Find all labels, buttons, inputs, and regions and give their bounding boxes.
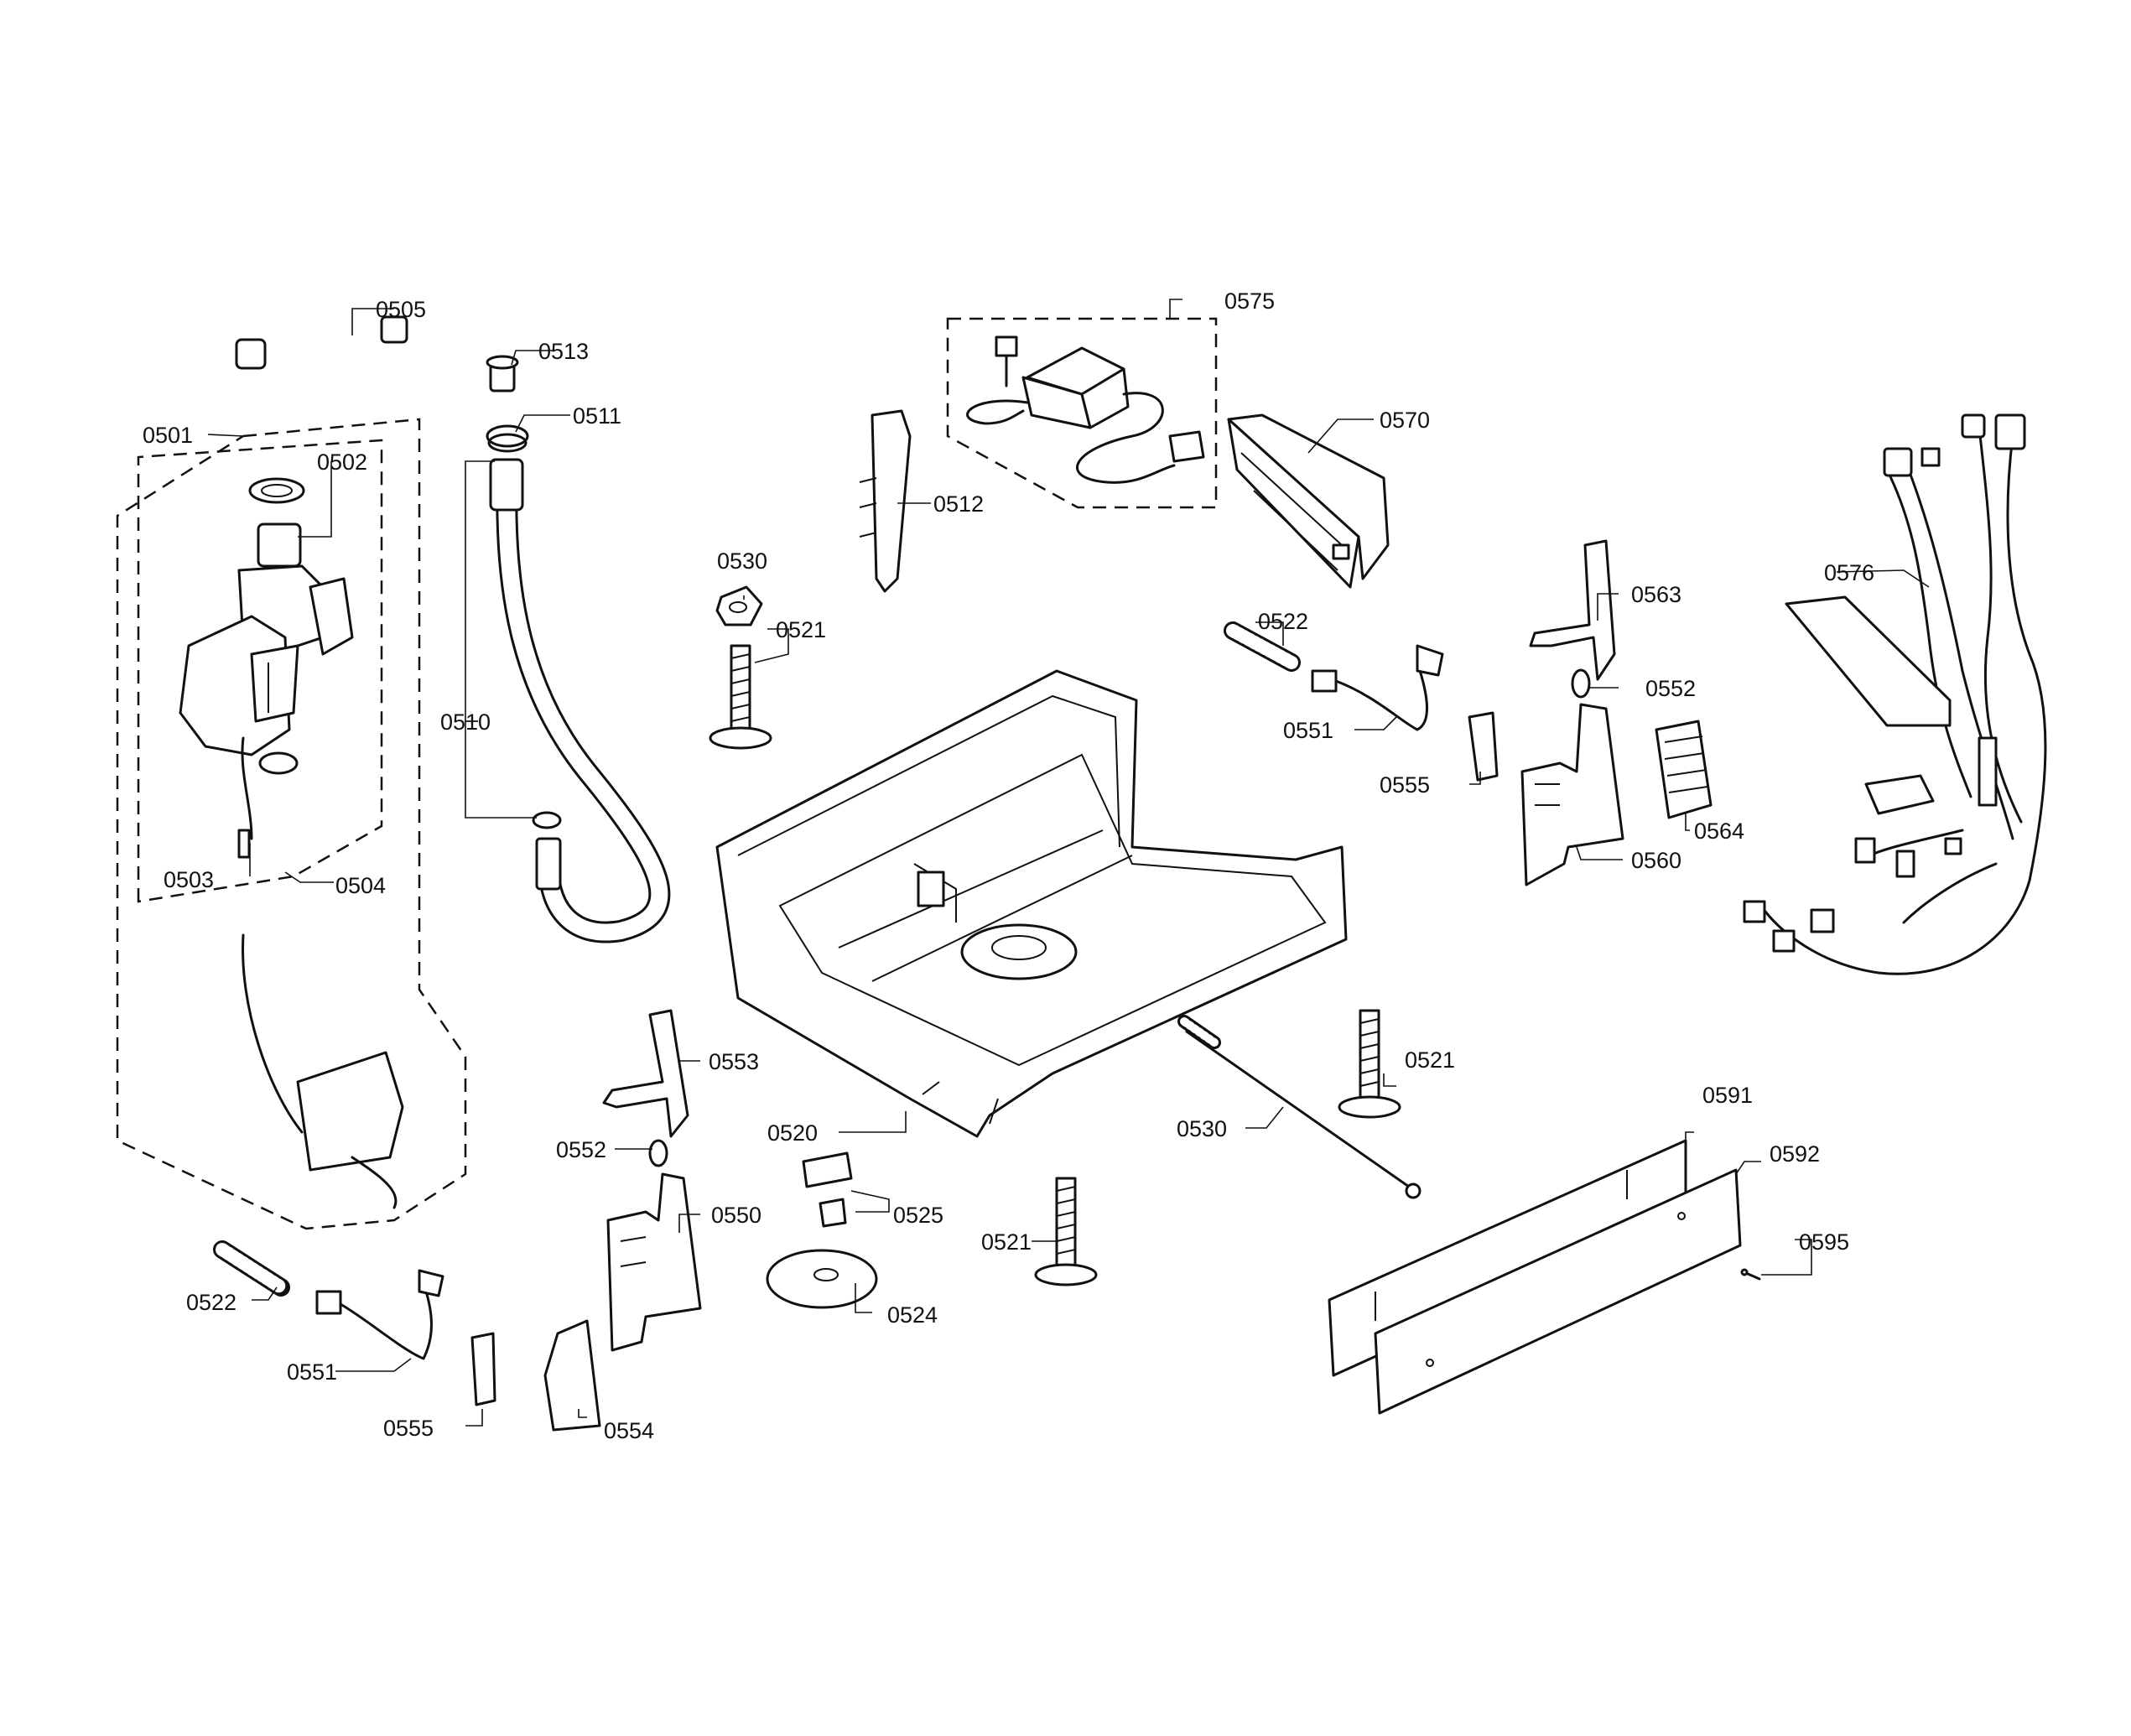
label-0513: 0513 (538, 339, 589, 364)
part-0564-connector (1655, 720, 1713, 819)
label-0524: 0524 (887, 1302, 938, 1328)
part-0595-screw (1740, 1268, 1761, 1281)
part-0522-spring-top (1224, 621, 1301, 672)
label-0554: 0554 (604, 1418, 654, 1443)
part-0555-clip-bottom (470, 1332, 496, 1406)
part-0512-support (859, 409, 912, 593)
label-0505: 0505 (376, 297, 426, 322)
label-0512: 0512 (933, 491, 984, 517)
part-0521-leveler-foot-top (709, 644, 772, 750)
label-0530-top: 0530 (717, 548, 767, 574)
label-0575: 0575 (1224, 288, 1275, 314)
part-0553-hinge (602, 1009, 689, 1138)
part-0513-cap (486, 355, 519, 392)
part-0554-cover (543, 1319, 601, 1432)
label-0576: 0576 (1824, 560, 1874, 585)
label-0555-top: 0555 (1380, 772, 1430, 798)
part-0592-toe-panel (1374, 1168, 1742, 1415)
part-0550-hinge-bracket (606, 1172, 702, 1352)
label-0522-bottom: 0522 (186, 1290, 236, 1315)
part-0521-leveler-foot-right (1338, 1009, 1401, 1119)
label-0521-bottom: 0521 (981, 1229, 1032, 1255)
label-0550: 0550 (711, 1203, 761, 1228)
part-0524-disc (766, 1249, 878, 1309)
part-0511-clamp (486, 424, 529, 453)
part-0503-sensor-ring (237, 751, 299, 859)
part-0555-clip-top (1468, 711, 1499, 782)
label-0551-bottom: 0551 (287, 1359, 337, 1385)
label-0551-top: 0551 (1283, 718, 1333, 743)
label-0592: 0592 (1770, 1141, 1820, 1167)
part-0530-nut (715, 585, 763, 626)
part-0521-leveler-foot-bottom (1034, 1177, 1098, 1286)
part-0520-base-tub (715, 669, 1348, 1138)
label-0595: 0595 (1799, 1229, 1849, 1255)
part-0510-drain-hose (489, 458, 671, 943)
label-0522-top: 0522 (1258, 609, 1308, 634)
label-0503: 0503 (164, 867, 214, 892)
part-0551-sensor-top (1311, 644, 1444, 731)
label-0555-bottom: 0555 (383, 1416, 434, 1441)
part-0530-rod (1177, 1015, 1422, 1199)
label-0563: 0563 (1631, 582, 1681, 607)
label-0552-left: 0552 (556, 1137, 606, 1162)
label-0525: 0525 (893, 1203, 943, 1228)
label-0591: 0591 (1702, 1083, 1753, 1108)
label-0564: 0564 (1694, 819, 1744, 844)
part-0552-spring-right (1571, 668, 1591, 699)
part-0552-spring-left (648, 1139, 668, 1167)
label-0552-right: 0552 (1645, 676, 1696, 701)
part-0570-control-module (1227, 413, 1390, 589)
label-0570: 0570 (1380, 408, 1430, 433)
label-0510: 0510 (440, 709, 491, 735)
label-0521-top: 0521 (776, 617, 826, 642)
part-0504-valve-hose (242, 933, 404, 1209)
label-0530-rod: 0530 (1177, 1116, 1227, 1141)
label-0511: 0511 (573, 403, 621, 429)
part-0505-inlet-hose (235, 315, 408, 370)
label-0502: 0502 (317, 450, 367, 475)
leader-lines (207, 299, 1930, 1427)
assembly-0501-outline (116, 418, 467, 1230)
part-0560-bracket (1520, 703, 1624, 886)
part-0522-spring-bottom (213, 1240, 290, 1297)
part-0576-wire-harness (1743, 413, 2047, 975)
label-0553: 0553 (709, 1049, 759, 1074)
part-0525-clip (802, 1151, 853, 1228)
label-0501: 0501 (143, 423, 193, 448)
label-0560: 0560 (1631, 848, 1681, 873)
part-0551-sensor-bottom (315, 1269, 444, 1360)
assembly-0575-outline (946, 317, 1218, 509)
part-0501-inlet-valve (179, 522, 354, 840)
part-0563-bracket (1529, 539, 1616, 681)
part-0502-seal-ring (248, 477, 305, 504)
label-0520: 0520 (767, 1120, 818, 1146)
label-0521-right: 0521 (1405, 1047, 1455, 1073)
label-0504: 0504 (335, 873, 386, 898)
callout-labels: 0505 0501 0502 0503 0504 0513 0511 0510 … (143, 288, 1874, 1443)
